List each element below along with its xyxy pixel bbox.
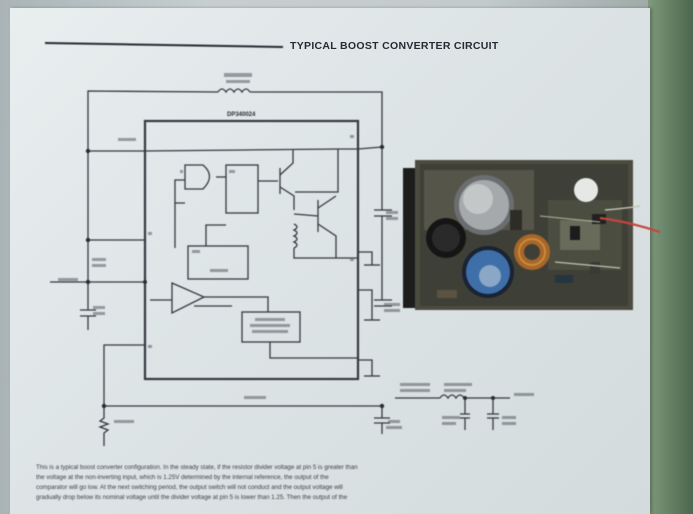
ic-label: DP340024 bbox=[227, 112, 256, 118]
pcb-board bbox=[403, 160, 661, 310]
paragraph-line: This is a typical boost converter config… bbox=[36, 464, 358, 471]
paragraph-line: gradually drop below its nominal voltage… bbox=[36, 494, 348, 501]
junction-dots bbox=[85, 144, 495, 409]
header-rule bbox=[44, 42, 284, 48]
illegible-labels bbox=[58, 73, 534, 429]
green-background-strip bbox=[648, 0, 693, 514]
description-paragraph: This is a typical boost converter config… bbox=[36, 463, 566, 503]
header-title: TYPICAL BOOST CONVERTER CIRCUIT bbox=[290, 40, 499, 52]
paragraph-line: comparator will go low. At the next swit… bbox=[36, 484, 343, 491]
paragraph-line: the voltage at the non-inverting input, … bbox=[36, 474, 329, 481]
circuit-wires bbox=[50, 88, 510, 446]
